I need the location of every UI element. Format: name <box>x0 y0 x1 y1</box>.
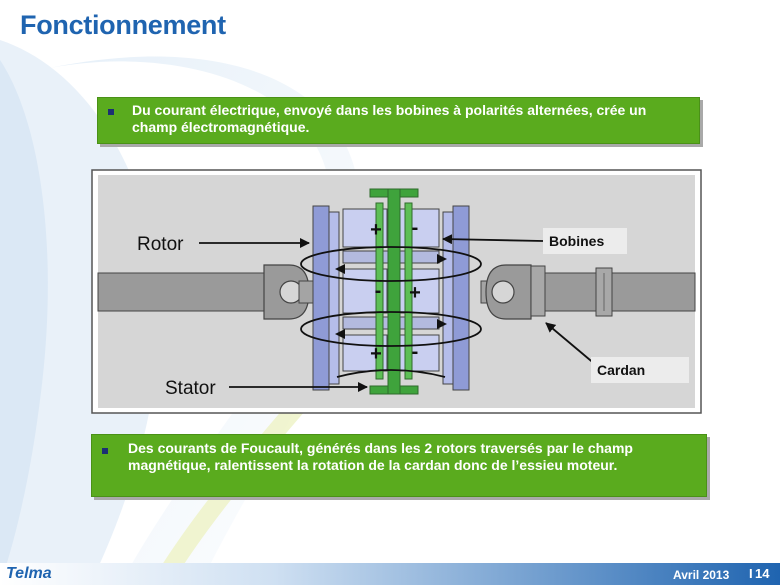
stator <box>369 188 419 395</box>
rotor-left <box>312 205 340 391</box>
info-box-1-text: Du courant électrique, envoyé dans les b… <box>132 102 647 135</box>
left-shaft <box>97 264 316 320</box>
retarder-diagram: + - - + + - Rotor Stator Bobines Cardan <box>91 169 702 414</box>
polarity-sign: - <box>412 341 419 363</box>
rotor-label: Rotor <box>137 234 184 255</box>
cardan-label-bg <box>591 357 689 383</box>
polarity-sign: - <box>412 217 419 239</box>
bullet-icon <box>102 448 108 454</box>
polarity-sign: + <box>370 219 382 241</box>
slide-title: Fonctionnement <box>20 10 226 40</box>
cardan-pointer <box>545 322 597 366</box>
magnetic-field-loops <box>300 246 482 378</box>
bobines-label-bg <box>543 228 627 254</box>
polarity-sign: + <box>409 282 421 304</box>
info-box-2-text: Des courants de Foucault, générés dans l… <box>128 440 633 473</box>
polarity-sign: + <box>370 343 382 365</box>
stator-label: Stator <box>165 378 216 399</box>
info-box-1: Du courant électrique, envoyé dans les b… <box>97 97 700 144</box>
bobines-pointer <box>442 234 544 245</box>
footer-separator: I <box>749 566 753 581</box>
field-arrowheads <box>335 254 447 339</box>
bobines-label: Bobines <box>549 233 604 249</box>
bullet-icon <box>108 109 114 115</box>
rotor-right <box>442 205 470 391</box>
footer-date: Avril 2013 <box>673 568 730 582</box>
cardan-label: Cardan <box>597 362 645 378</box>
telma-logo: Telma <box>6 565 52 582</box>
info-box-2: Des courants de Foucault, générés dans l… <box>91 434 707 497</box>
polarity-sign: - <box>375 280 382 302</box>
page-number: 14 <box>755 566 770 581</box>
right-shaft <box>480 264 696 320</box>
